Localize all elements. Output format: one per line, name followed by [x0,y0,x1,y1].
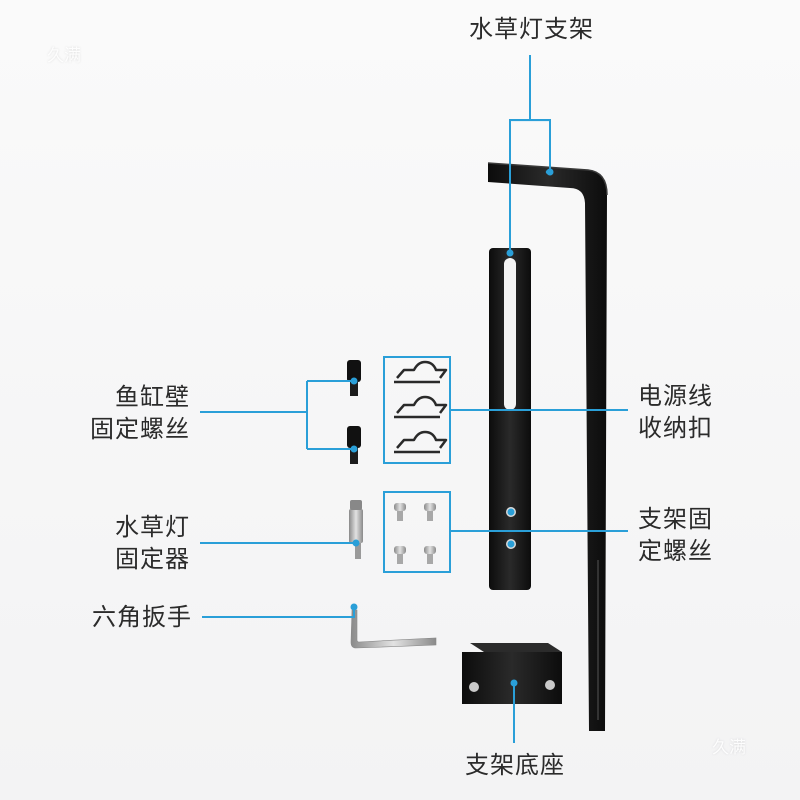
label-light-fixer-line1: 水草灯 [115,513,190,541]
label-cable-clip-line1: 电源线 [638,382,713,410]
watermark-top: 久满 [47,46,81,66]
wall-screws [347,360,361,464]
label-cable-clip-line2: 收纳扣 [638,414,713,442]
bracket-screws [394,503,436,564]
watermark-bottom: 久满 [712,738,746,758]
label-wall-screw-line2: 固定螺丝 [90,415,190,443]
bracket-base [462,643,562,704]
label-bracket-screw-line2: 定螺丝 [638,537,713,565]
hex-key [350,609,437,649]
slotted-plate [489,248,531,590]
cable-clips [394,360,448,454]
light-fixer [349,500,363,559]
label-hex-key: 六角扳手 [92,603,192,631]
label-wall-screw-line1: 鱼缸壁 [115,383,190,411]
label-light-fixer-line2: 固定器 [115,545,190,573]
label-base: 支架底座 [465,751,565,779]
callout-lines [200,55,628,743]
label-bracket: 水草灯支架 [469,15,594,43]
label-bracket-screw-line1: 支架固 [638,505,713,533]
